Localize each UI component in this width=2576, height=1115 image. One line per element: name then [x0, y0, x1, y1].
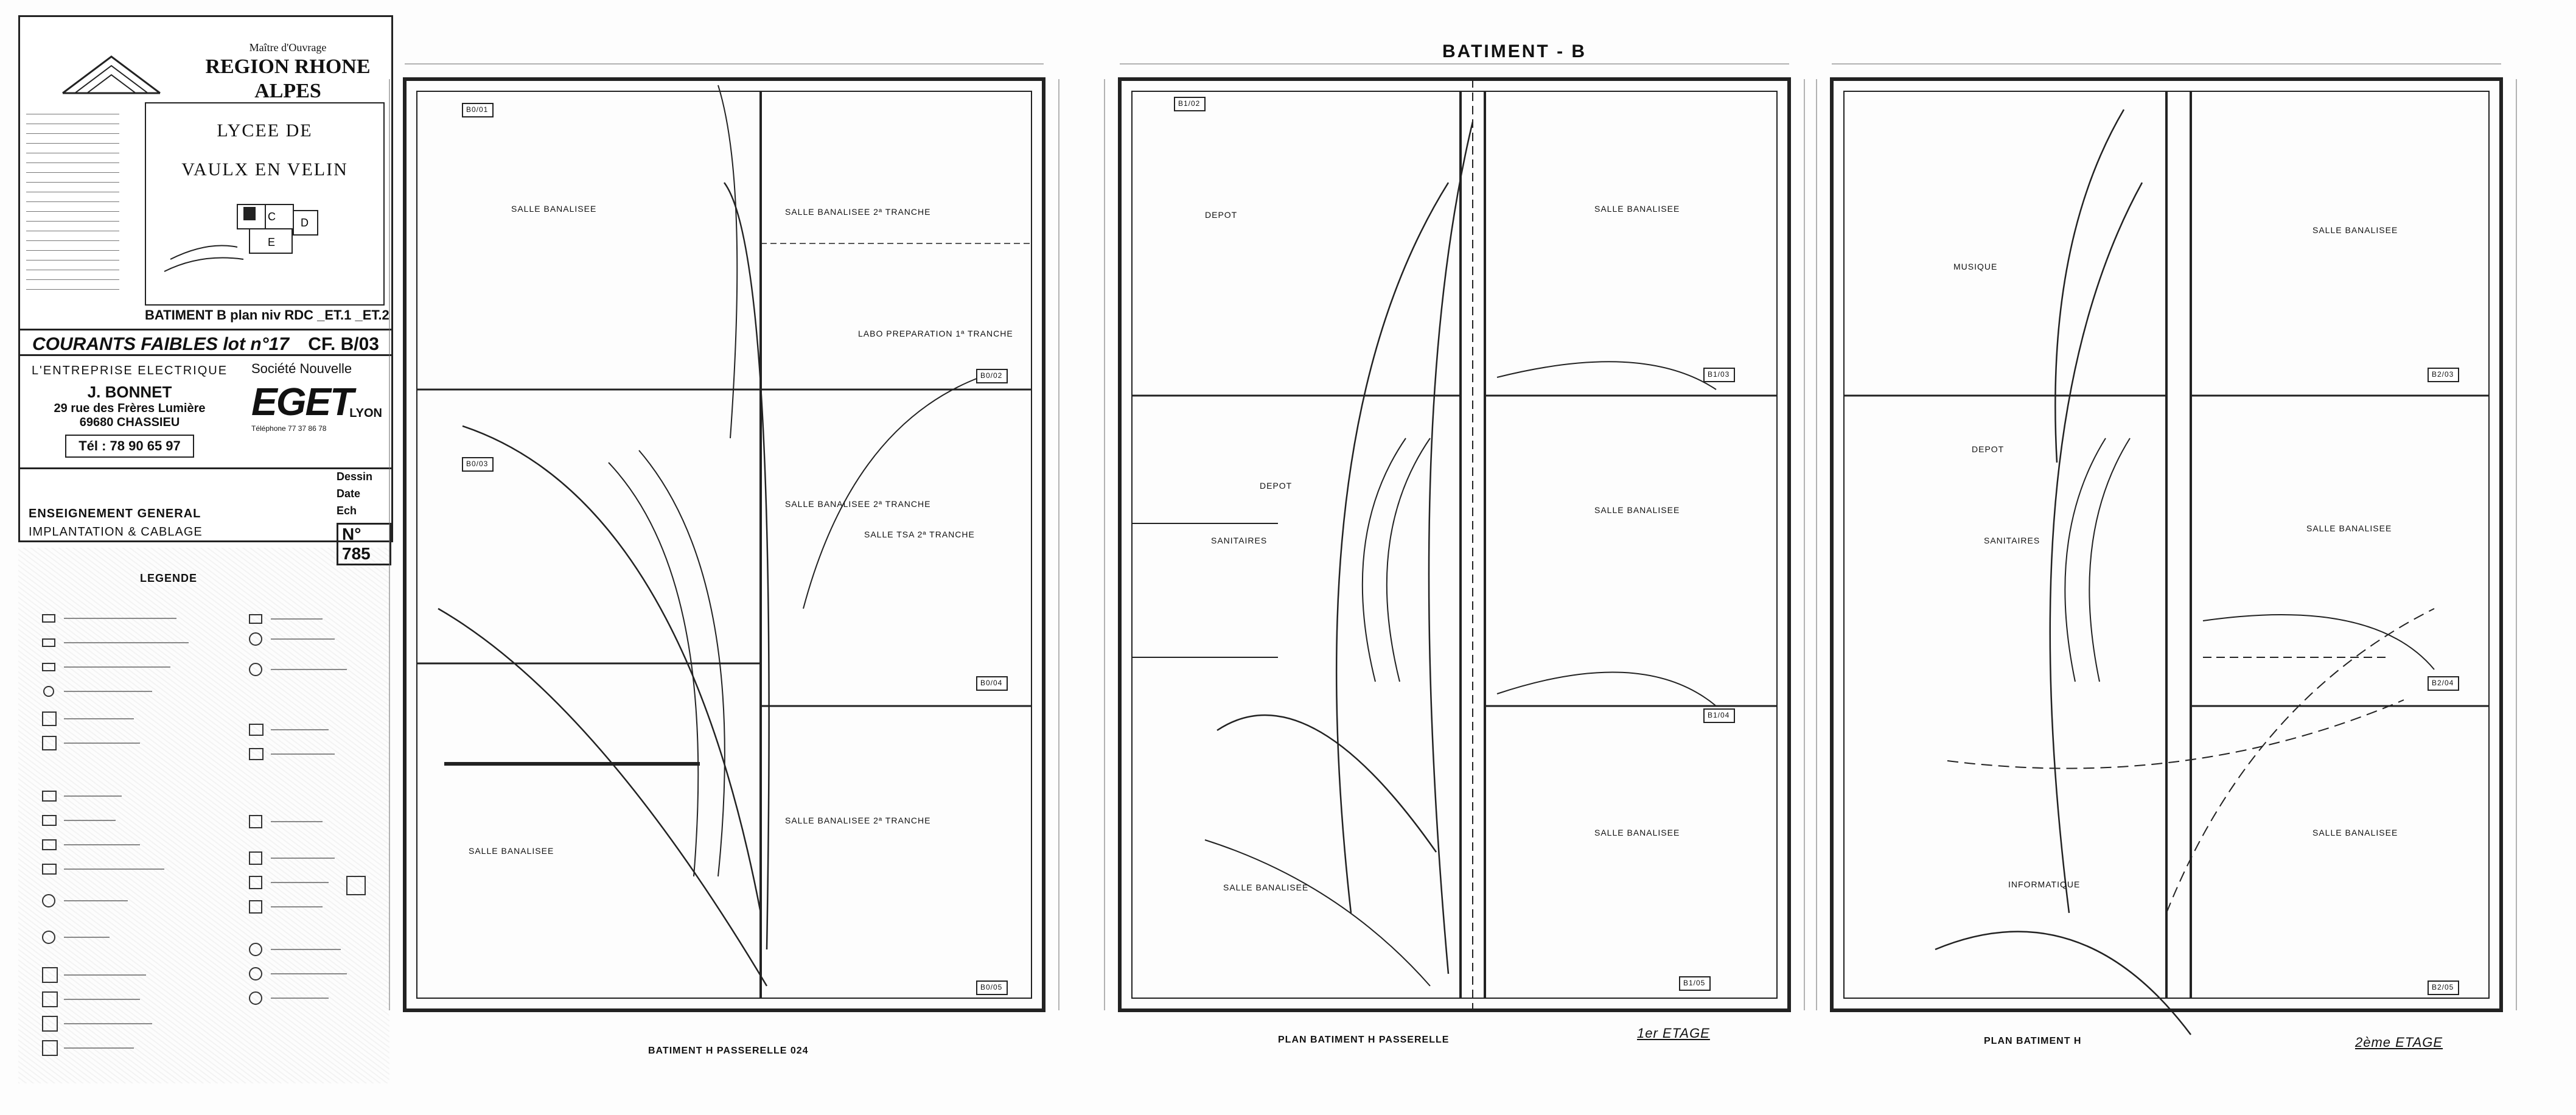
- box-label: B1/03: [1708, 370, 1730, 379]
- plan1-outline: [403, 77, 1045, 1012]
- room-label: SALLE BANALISEE 2ª TRANCHE: [785, 499, 931, 509]
- company-tel: Tél : 78 90 65 97: [65, 435, 194, 458]
- partner-block: Société Nouvelle EGET LYON Téléphone 77 …: [251, 361, 388, 464]
- lot-title: COURANTS FAIBLES lot n°17 CF. B/03: [20, 329, 391, 356]
- partner-heading: Société Nouvelle: [251, 361, 352, 376]
- project-block: LYCEE DE VAULX EN VELIN C D E: [145, 102, 385, 306]
- box-label: B2/04: [2432, 679, 2454, 687]
- room-label: SALLE TSA 2ª TRANCHE: [864, 530, 975, 539]
- fine-print-lines: [26, 108, 136, 293]
- plan3-level: 2ème ETAGE: [2355, 1035, 2443, 1050]
- box-label: B0/04: [980, 679, 1003, 687]
- subject-block: ENSEIGNEMENT GENERAL IMPLANTATION & CABL…: [20, 467, 391, 565]
- box-label: B0/01: [466, 105, 489, 114]
- room-label: SALLE BANALISEE: [2312, 225, 2398, 235]
- svg-text:D: D: [301, 217, 309, 229]
- box-label: B2/03: [2432, 370, 2454, 379]
- owner-name: REGION RHONE ALPES: [205, 55, 371, 103]
- room-label: SALLE BANALISEE: [2306, 523, 2392, 533]
- subject-line1: ENSEIGNEMENT GENERAL: [29, 507, 201, 520]
- box-label: B1/05: [1683, 979, 1706, 987]
- lot-title-text: COURANTS FAIBLES lot n°17: [32, 334, 290, 354]
- room-label: SALLE BANALISEE: [511, 204, 597, 214]
- svg-text:E: E: [268, 236, 275, 248]
- plan3-caption: PLAN BATIMENT H: [1984, 1036, 2082, 1046]
- box-label: B1/02: [1178, 99, 1201, 108]
- batiment-title: BATIMENT - B: [1442, 41, 1587, 61]
- box-label: B2/05: [2432, 983, 2454, 991]
- room-label: SALLE BANALISEE 2ª TRANCHE: [785, 207, 931, 217]
- room-label: LABO PREPARATION 1ª TRANCHE: [858, 329, 1013, 338]
- company-heading: L'ENTREPRISE ELECTRIQUE: [31, 364, 228, 377]
- room-label: SANITAIRES: [1211, 536, 1268, 545]
- room-label: SALLE BANALISEE: [1594, 204, 1680, 214]
- partner-phone: Téléphone 77 37 86 78: [251, 424, 327, 433]
- project-name-line2: VAULX EN VELIN: [181, 159, 348, 180]
- room-label: DEPOT: [1260, 481, 1293, 491]
- company-block: L'ENTREPRISE ELECTRIQUE J. BONNET 29 rue…: [20, 358, 239, 467]
- legend-panel: LEGENDE: [18, 548, 389, 1083]
- room-label: SALLE BANALISEE: [1223, 883, 1309, 892]
- subject-line2: IMPLANTATION & CABLAGE: [29, 525, 203, 539]
- partner-logo: EGET: [251, 380, 354, 424]
- room-label: INFORMATIQUE: [2008, 879, 2081, 889]
- plan2-caption: PLAN BATIMENT H PASSERELLE: [1278, 1035, 1450, 1045]
- drawing-number: N° 785: [337, 523, 391, 565]
- plan3-outline: [1830, 77, 2503, 1012]
- room-label: DEPOT: [1205, 210, 1238, 220]
- owner-block: Maître d'Ouvrage REGION RHONE ALPES: [184, 41, 391, 104]
- plan2-outline: [1118, 77, 1791, 1012]
- label-date: Date: [337, 488, 361, 500]
- company-name: J. BONNET: [87, 383, 172, 401]
- room-label: DEPOT: [1972, 444, 2005, 454]
- room-label: SALLE BANALISEE: [2312, 828, 2398, 837]
- label-dessin: Dessin: [337, 470, 373, 483]
- lot-ref: CF. B/03: [308, 334, 379, 354]
- legend-title: LEGENDE: [140, 572, 198, 584]
- building-line: BATIMENT B plan niv RDC _ET.1 _ET.2: [145, 307, 389, 323]
- room-label: SANITAIRES: [1984, 536, 2040, 545]
- company-city: 69680 CHASSIEU: [79, 416, 180, 429]
- label-ech: Ech: [337, 505, 357, 517]
- owner-prefix: Maître d'Ouvrage: [249, 41, 327, 54]
- svg-text:C: C: [268, 211, 276, 223]
- legend-symbols: [42, 614, 366, 1056]
- box-label: B0/05: [980, 983, 1003, 991]
- room-label: SALLE BANALISEE 2ª TRANCHE: [785, 816, 931, 825]
- site-plan-sketch-icon: C D E: [164, 204, 318, 272]
- project-name-line1: LYCEE DE: [217, 121, 313, 141]
- partner-city: LYON: [349, 407, 382, 420]
- plan1-caption: BATIMENT H PASSERELLE 024: [648, 1046, 809, 1056]
- room-label: SALLE BANALISEE: [1594, 505, 1680, 515]
- region-logo-icon: [62, 55, 161, 94]
- plan2-level: 1er ETAGE: [1637, 1026, 1710, 1041]
- title-block: Maître d'Ouvrage REGION RHONE ALPES LYCE…: [18, 15, 393, 565]
- room-label: MUSIQUE: [1953, 262, 1998, 271]
- box-label: B1/04: [1708, 711, 1730, 719]
- company-address: 29 rue des Frères Lumière: [54, 402, 206, 415]
- box-label: B0/02: [980, 371, 1003, 380]
- room-label: SALLE BANALISEE: [1594, 828, 1680, 837]
- room-label: SALLE BANALISEE: [469, 846, 554, 856]
- box-label: B0/03: [466, 460, 489, 468]
